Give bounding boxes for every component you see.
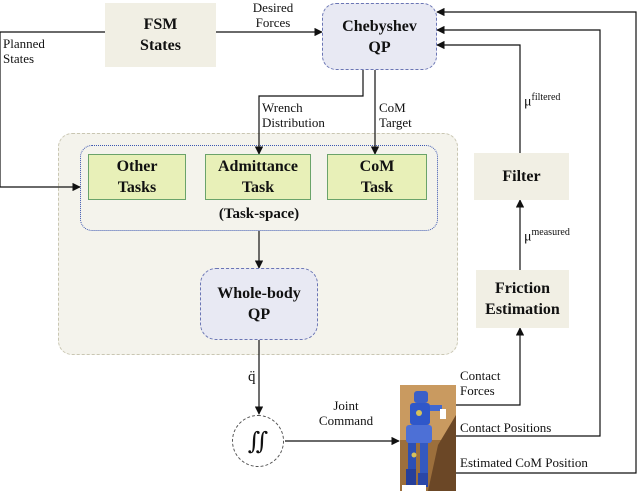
contact-forces-label: Contact Forces <box>460 368 501 398</box>
edge-contact-positions <box>436 25 601 437</box>
edge-filter-chebyshev <box>436 40 521 153</box>
friction-estimation-box: Friction Estimation <box>476 270 569 328</box>
com-target-label: CoM Target <box>379 100 412 130</box>
qddot-label: q̈ <box>248 369 256 385</box>
edge-planned-states <box>0 31 105 192</box>
mu-filtered-label: μfiltered <box>524 92 561 110</box>
other-tasks-box: Other Tasks <box>88 154 186 200</box>
chebyshev-qp-box: Chebyshev QP <box>322 3 437 70</box>
com-task-box: CoM Task <box>327 154 427 200</box>
joint-command-label: Joint Command <box>318 398 374 428</box>
robot-icon <box>400 385 456 491</box>
filter-box: Filter <box>474 153 569 200</box>
desired-forces-label: Desired Forces <box>252 0 294 30</box>
edge-contact-forces <box>456 327 525 406</box>
wrench-distribution-label: Wrench Distribution <box>262 100 325 130</box>
robot-image <box>400 385 456 491</box>
edge-wrench-distribution <box>254 70 364 155</box>
double-integrator: ∬ <box>232 415 284 467</box>
mu-measured-label: μmeasured <box>524 227 570 245</box>
edge-estimated-com <box>436 7 637 474</box>
whole-body-qp-box: Whole-body QP <box>200 268 318 340</box>
planned-states-label: Planned States <box>3 36 45 66</box>
task-space-label: (Task-space) <box>218 205 300 222</box>
contact-positions-label: Contact Positions <box>460 420 552 435</box>
admittance-task-box: Admittance Task <box>205 154 311 200</box>
fsm-states-box: FSM States <box>105 3 216 67</box>
estimated-com-label: Estimated CoM Position <box>460 455 588 470</box>
